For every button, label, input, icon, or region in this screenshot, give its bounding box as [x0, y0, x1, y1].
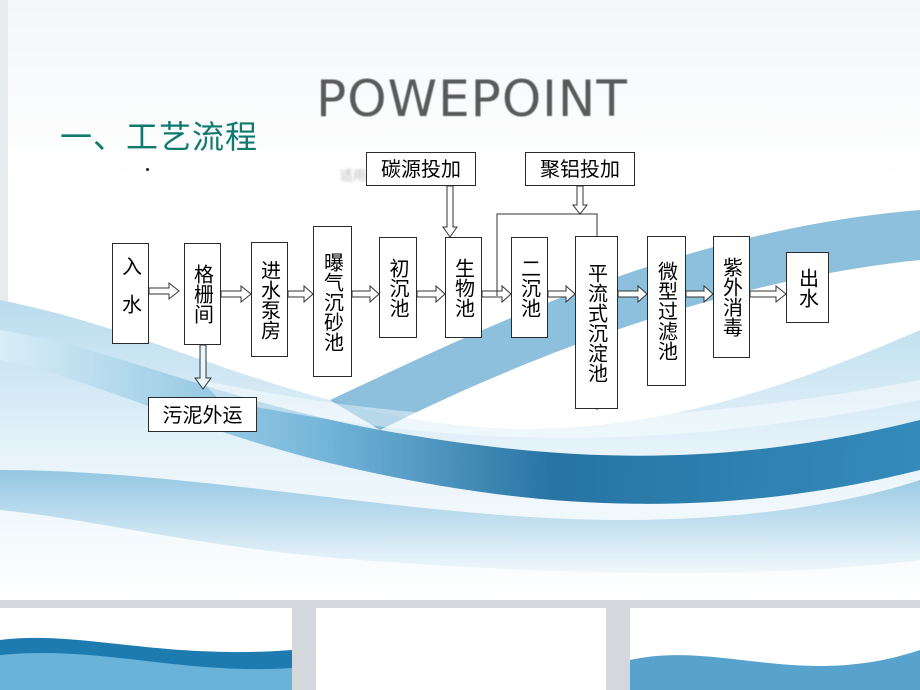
arrow-aluminum: [571, 185, 589, 215]
arrow-uv-outflow: [749, 284, 787, 304]
step-advection: 平流式沉淀池: [575, 236, 618, 409]
step-uv: 紫外消毒: [713, 236, 750, 358]
arrow-secondary-advection: [547, 284, 576, 304]
step-secondary: 二沉池: [511, 237, 548, 338]
step-outflow: 出水: [786, 252, 829, 323]
arrow-pump-grit: [287, 284, 314, 304]
watermark-title: POWEPOINT: [316, 70, 628, 128]
step-uv-label: 紫外消毒: [719, 257, 744, 337]
step-screen: 格栅间: [184, 243, 221, 345]
arrow-sludge: [194, 344, 212, 390]
step-microfilter: 微型过滤池: [647, 236, 686, 386]
arrow-microfilter-uv: [685, 284, 714, 304]
step-bio-label: 生物池: [451, 257, 476, 318]
bullet-dot: [146, 168, 149, 171]
step-outflow-label: 出水: [795, 267, 820, 308]
step-primary-label: 初沉池: [386, 257, 410, 318]
step-screen-label: 格栅间: [190, 264, 215, 324]
step-pump: 进水泵房: [251, 242, 288, 357]
aluminum-dosing-label: 聚铝投加: [540, 157, 620, 181]
arrow-advection-microfilter: [617, 284, 648, 304]
step-primary: 初沉池: [379, 237, 417, 338]
step-grit: 曝气沉砂池: [313, 226, 352, 377]
step-inflow-label: 入水: [118, 255, 143, 332]
carbon-dosing-label: 碳源投加: [381, 157, 461, 181]
sludge-export-box: 污泥外运: [148, 397, 257, 432]
step-grit-label: 曝气沉砂池: [320, 251, 345, 352]
section-heading: 一、工艺流程: [60, 118, 259, 156]
step-secondary-label: 二沉池: [517, 257, 542, 318]
step-pump-label: 进水泵房: [257, 259, 282, 340]
arrow-carbon-bio: [442, 185, 458, 238]
arrow-screen-pump: [220, 284, 252, 304]
step-microfilter-label: 微型过滤池: [654, 261, 679, 361]
arrow-inflow-screen: [148, 281, 180, 301]
carbon-dosing-box: 碳源投加: [366, 152, 476, 186]
step-advection-label: 平流式沉淀池: [584, 262, 609, 383]
sludge-export-label: 污泥外运: [162, 402, 243, 427]
aluminum-dosing-box: 聚铝投加: [525, 152, 635, 186]
step-inflow: 入水: [112, 243, 149, 344]
arrow-primary-bio: [416, 284, 446, 304]
arrow-grit-primary: [351, 284, 380, 304]
step-bio: 生物池: [445, 237, 482, 338]
